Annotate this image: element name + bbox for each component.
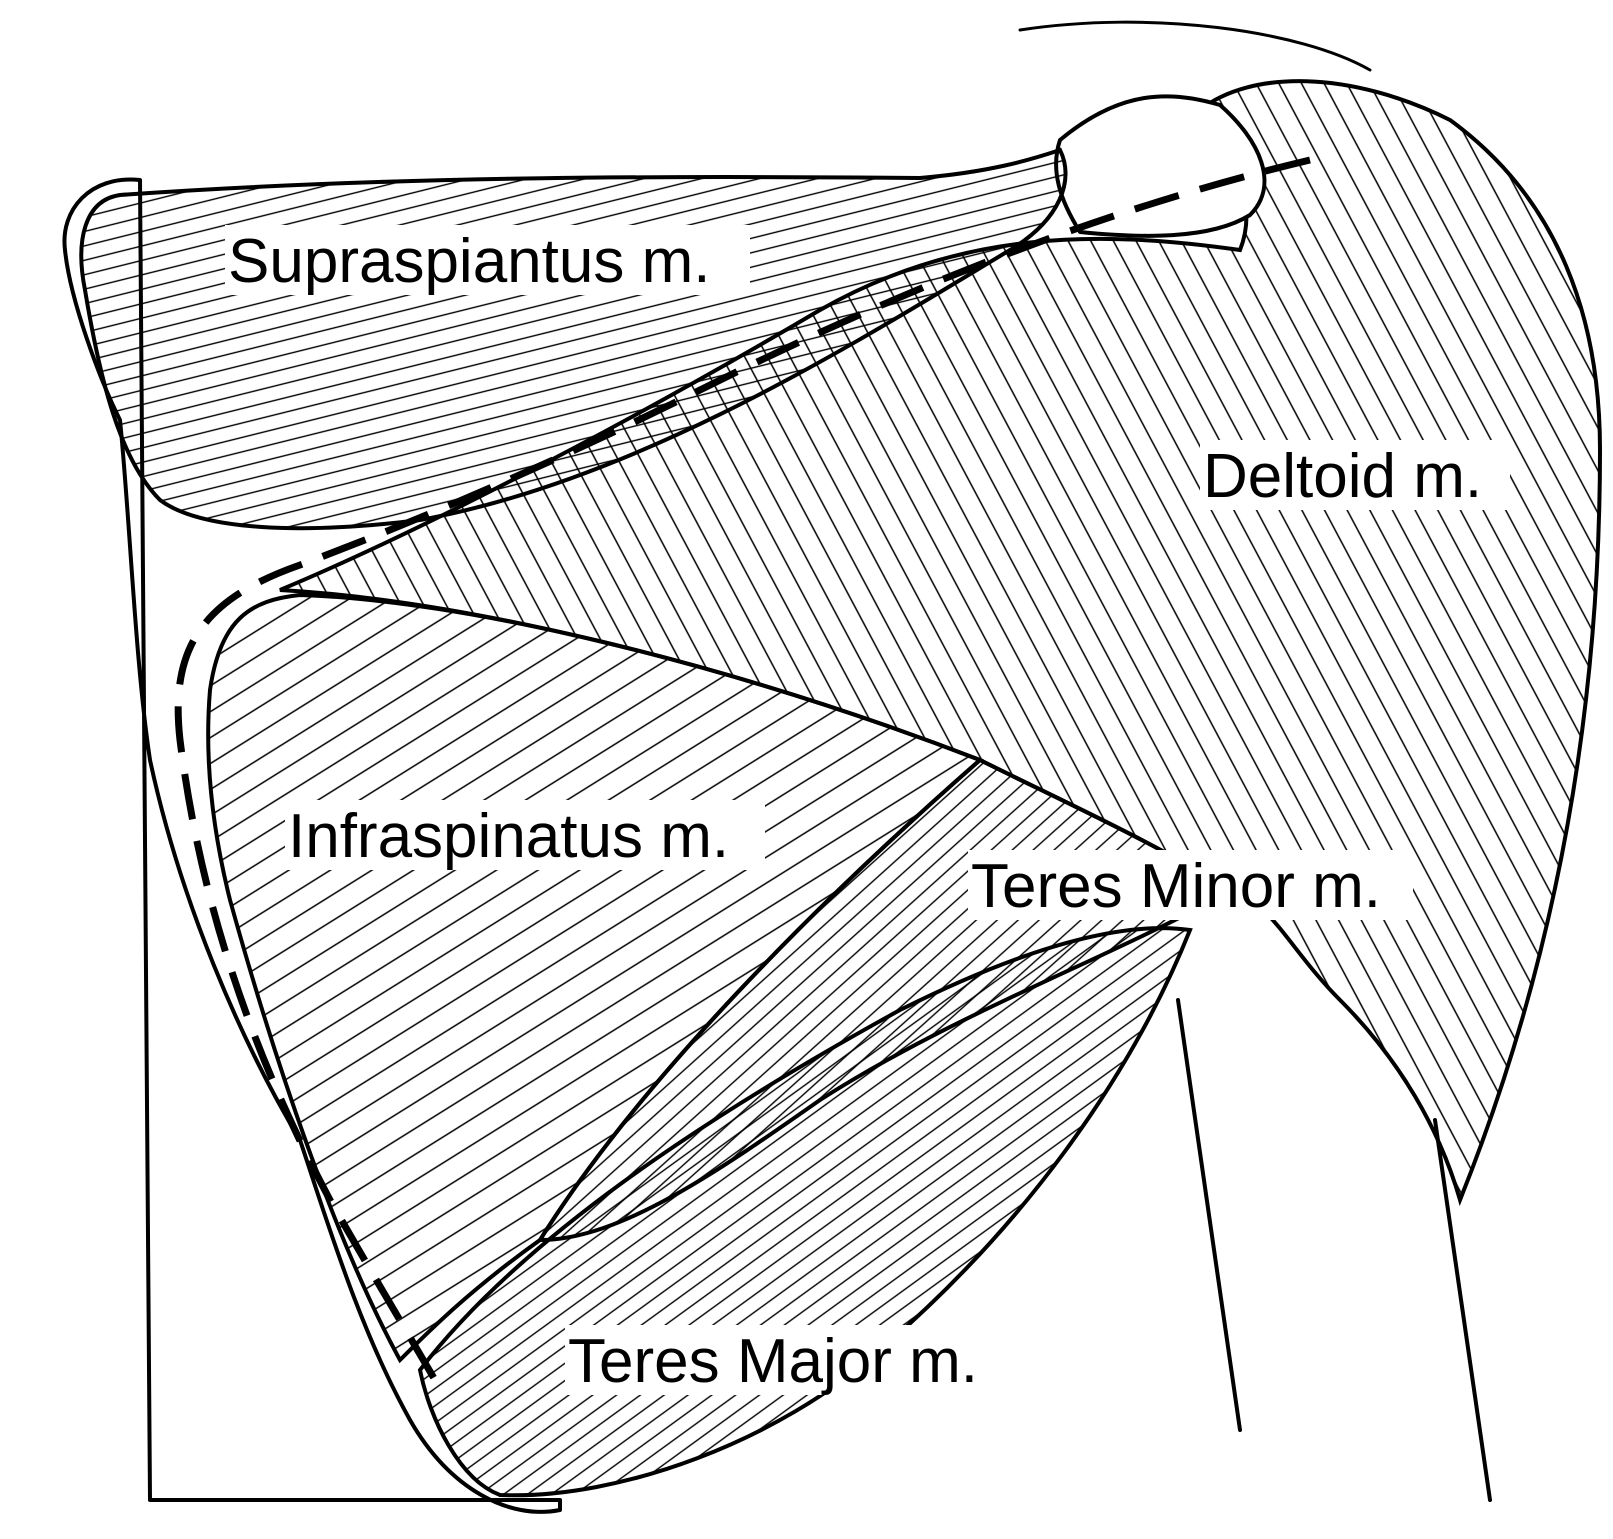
svg-text:Teres Major m.: Teres Major m. [568, 1327, 978, 1396]
svg-text:Infraspinatus m.: Infraspinatus m. [288, 802, 729, 871]
label-infraspinatus: Infraspinatus m. [285, 800, 765, 871]
clavicle-edge [1020, 22, 1370, 70]
label-deltoid: Deltoid m. [1200, 440, 1510, 511]
label-teres-major: Teres Major m. [565, 1325, 1015, 1396]
svg-text:Teres Minor m.: Teres Minor m. [971, 852, 1381, 921]
label-supraspinatus: Supraspiantus m. [225, 225, 750, 296]
acromion-process [1056, 96, 1264, 236]
label-teres-minor: Teres Minor m. [968, 850, 1413, 921]
svg-text:Supraspiantus m.: Supraspiantus m. [228, 227, 710, 296]
svg-text:Deltoid m.: Deltoid m. [1203, 442, 1482, 511]
